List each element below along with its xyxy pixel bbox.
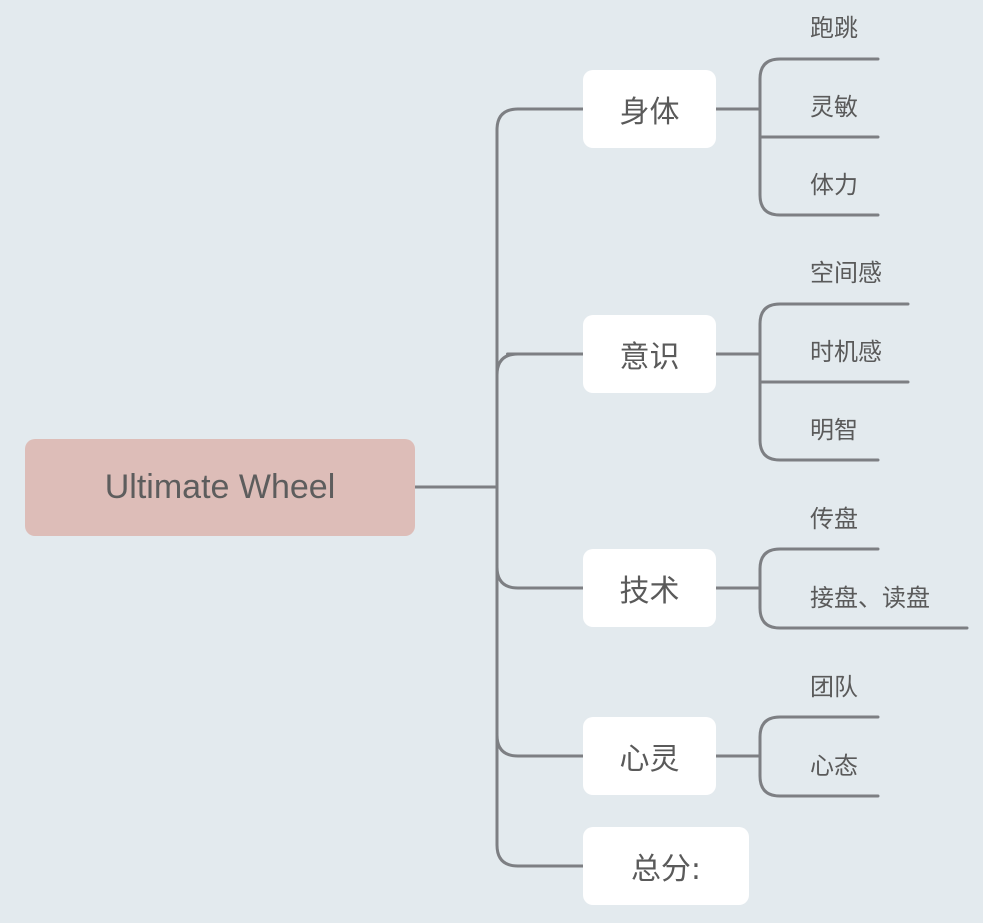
branch-connector-skill (495, 565, 585, 590)
leaf-node[interactable]: 明智 (810, 416, 858, 444)
leaf-node[interactable]: 团队 (810, 673, 858, 701)
leaf-node[interactable]: 时机感 (810, 338, 882, 366)
leaf-bracket-mind (758, 715, 880, 798)
leaf-node[interactable]: 空间感 (810, 259, 882, 287)
leaf-node[interactable]: 体力 (810, 171, 858, 199)
branch-label: 身体 (619, 95, 680, 130)
leaf-node[interactable]: 传盘 (810, 505, 858, 533)
leaf-node[interactable]: 灵敏 (810, 93, 858, 121)
branch-node-body[interactable]: 身体 (583, 70, 716, 148)
root-node[interactable]: Ultimate Wheel (25, 439, 415, 536)
leaf-node[interactable]: 接盘、读盘 (810, 584, 930, 612)
branch-connector-mind (495, 733, 585, 758)
leaf-bracket-skill (758, 547, 969, 630)
main-trunk (495, 107, 520, 868)
branch-node-awareness[interactable]: 意识 (583, 315, 716, 393)
branch-node-total[interactable]: 总分: (583, 827, 749, 905)
leaf-node[interactable]: 跑跳 (810, 14, 858, 42)
root-label: Ultimate Wheel (104, 468, 336, 506)
leaf-node[interactable]: 心态 (810, 752, 858, 780)
branch-connector-awareness (495, 352, 585, 377)
branch-node-mind[interactable]: 心灵 (583, 717, 716, 795)
branch-label: 技术 (619, 574, 680, 609)
branch-label: 意识 (619, 340, 680, 375)
branch-label: 总分: (630, 852, 702, 887)
branch-label: 心灵 (619, 742, 680, 777)
branch-node-skill[interactable]: 技术 (583, 549, 716, 627)
